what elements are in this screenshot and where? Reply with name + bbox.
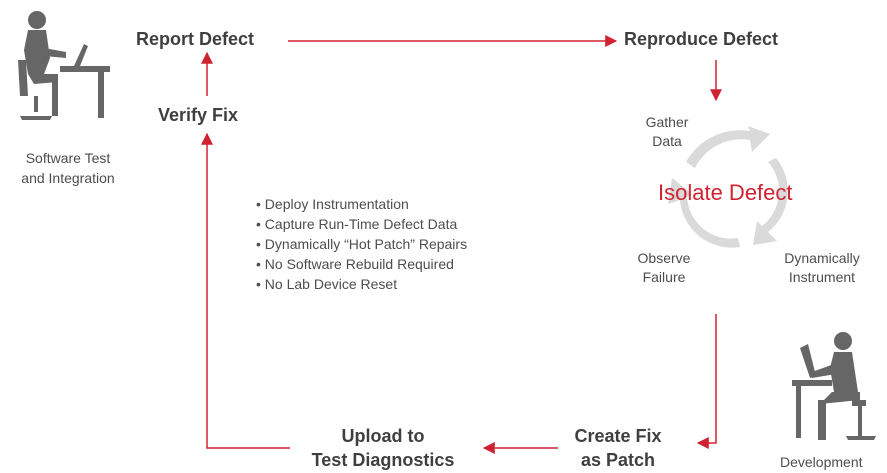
tester-label: Software Test and Integration bbox=[0, 148, 136, 188]
cycle-gather-data: Gather Data bbox=[632, 113, 702, 151]
cycle-instrument-line2: Instrument bbox=[788, 269, 856, 285]
benefits-list: Deploy Instrumentation Capture Run-Time … bbox=[256, 194, 467, 294]
step-report-defect: Report Defect bbox=[136, 29, 255, 49]
tester-label-line2: and Integration bbox=[21, 170, 115, 186]
step-verify-fix: Verify Fix bbox=[158, 105, 239, 125]
arrow-upload-to-verify bbox=[201, 132, 290, 449]
cycle-observe-failure: Observe Failure bbox=[624, 249, 704, 287]
cycle-instrument-line1: Dynamically bbox=[784, 250, 860, 266]
tester-label-line1: Software Test bbox=[25, 150, 111, 166]
list-item: No Lab Device Reset bbox=[256, 274, 467, 294]
cycle-observe-line2: Failure bbox=[642, 269, 686, 285]
list-item: Dynamically “Hot Patch” Repairs bbox=[256, 234, 467, 254]
list-item: Capture Run-Time Defect Data bbox=[256, 214, 467, 234]
step-create-fix-as-patch: Create Fix as Patch bbox=[560, 424, 676, 472]
cycle-dynamically-instrument: Dynamically Instrument bbox=[768, 249, 876, 287]
circular-arrows-icon bbox=[668, 126, 788, 248]
cycle-observe-line1: Observe bbox=[637, 250, 691, 266]
step-upload-line1: Upload to bbox=[341, 426, 425, 446]
step-reproduce-defect: Reproduce Defect bbox=[624, 29, 779, 49]
person-at-desk-icon bbox=[18, 11, 110, 120]
cycle-gather-line2: Data bbox=[652, 133, 682, 149]
cycle-gather-line1: Gather bbox=[645, 114, 689, 130]
arrow-isolate-to-create-fix bbox=[696, 314, 717, 449]
step-upload-to-test-diagnostics: Upload to Test Diagnostics bbox=[300, 424, 466, 472]
list-item: No Software Rebuild Required bbox=[256, 254, 467, 274]
step-upload-line2: Test Diagnostics bbox=[311, 450, 455, 470]
step-create-line2: as Patch bbox=[580, 450, 656, 470]
developer-label: Development bbox=[780, 454, 863, 470]
list-item: Deploy Instrumentation bbox=[256, 194, 467, 214]
step-create-line1: Create Fix bbox=[574, 426, 662, 446]
cycle-center-label: Isolate Defect bbox=[658, 180, 793, 205]
person-at-desk-icon bbox=[792, 332, 876, 440]
